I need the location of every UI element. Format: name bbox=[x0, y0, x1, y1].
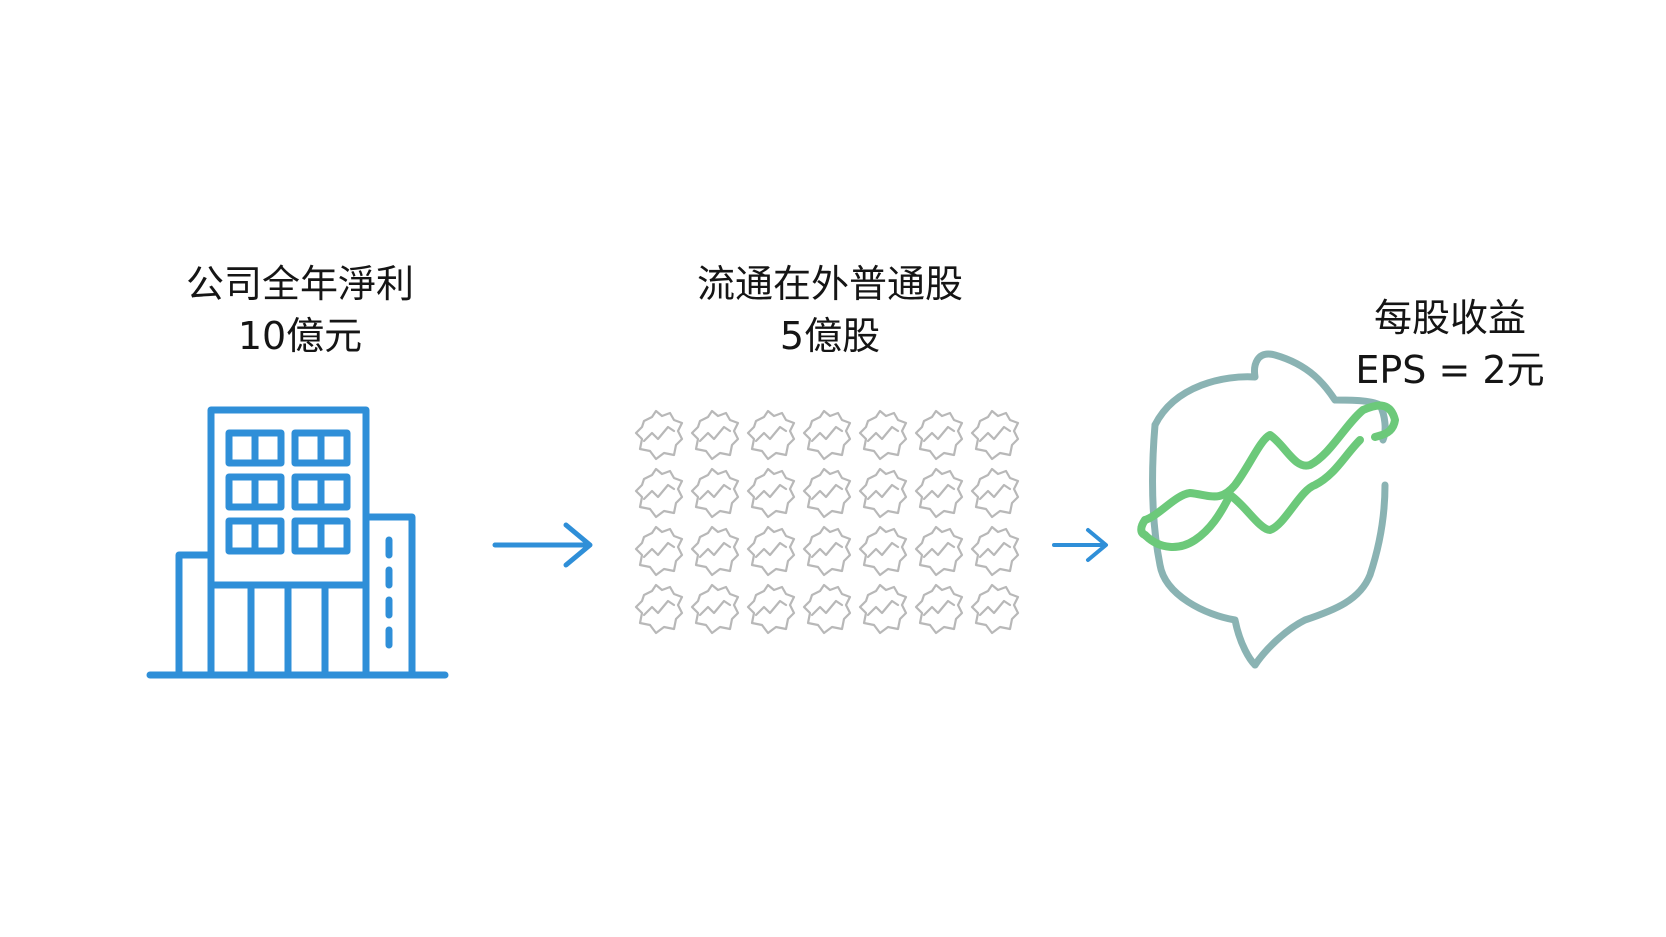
share-icon bbox=[802, 409, 852, 461]
shares-outstanding-label: 流通在外普通股 5億股 bbox=[640, 258, 1020, 362]
share-icon bbox=[970, 583, 1020, 635]
shares-outstanding-title: 流通在外普通股 bbox=[696, 262, 963, 306]
arrow-right-icon bbox=[490, 520, 600, 570]
share-icon bbox=[858, 409, 908, 461]
share-icon bbox=[970, 525, 1020, 577]
eps-label: 每股收益 EPS = 2元 bbox=[1320, 292, 1580, 396]
share-icon bbox=[690, 583, 740, 635]
arrow-right-icon bbox=[1050, 522, 1112, 568]
eps-value: EPS = 2元 bbox=[1355, 348, 1545, 392]
share-icon bbox=[746, 467, 796, 519]
share-icon bbox=[858, 525, 908, 577]
share-icon bbox=[970, 409, 1020, 461]
share-icon bbox=[802, 583, 852, 635]
share-icon bbox=[746, 525, 796, 577]
share-icon bbox=[914, 467, 964, 519]
share-icon bbox=[634, 583, 684, 635]
share-icon bbox=[746, 583, 796, 635]
share-icon bbox=[914, 409, 964, 461]
office-building-icon bbox=[145, 405, 455, 680]
share-grid bbox=[630, 405, 1030, 655]
share-icon bbox=[634, 525, 684, 577]
net-profit-title: 公司全年淨利 bbox=[185, 262, 414, 306]
share-icon bbox=[914, 583, 964, 635]
eps-title: 每股收益 bbox=[1373, 296, 1526, 340]
net-profit-value: 10億元 bbox=[237, 314, 363, 358]
share-icon bbox=[970, 467, 1020, 519]
share-icon bbox=[858, 467, 908, 519]
share-icon bbox=[690, 467, 740, 519]
share-icon bbox=[634, 409, 684, 461]
net-profit-label: 公司全年淨利 10億元 bbox=[150, 258, 450, 362]
share-icon bbox=[802, 525, 852, 577]
share-icon bbox=[634, 467, 684, 519]
share-icon bbox=[746, 409, 796, 461]
shares-outstanding-value: 5億股 bbox=[779, 314, 881, 358]
share-icon bbox=[690, 409, 740, 461]
share-icon bbox=[858, 583, 908, 635]
share-icon bbox=[690, 525, 740, 577]
share-icon bbox=[914, 525, 964, 577]
share-icon bbox=[802, 467, 852, 519]
growth-chart-icon bbox=[1135, 345, 1465, 690]
